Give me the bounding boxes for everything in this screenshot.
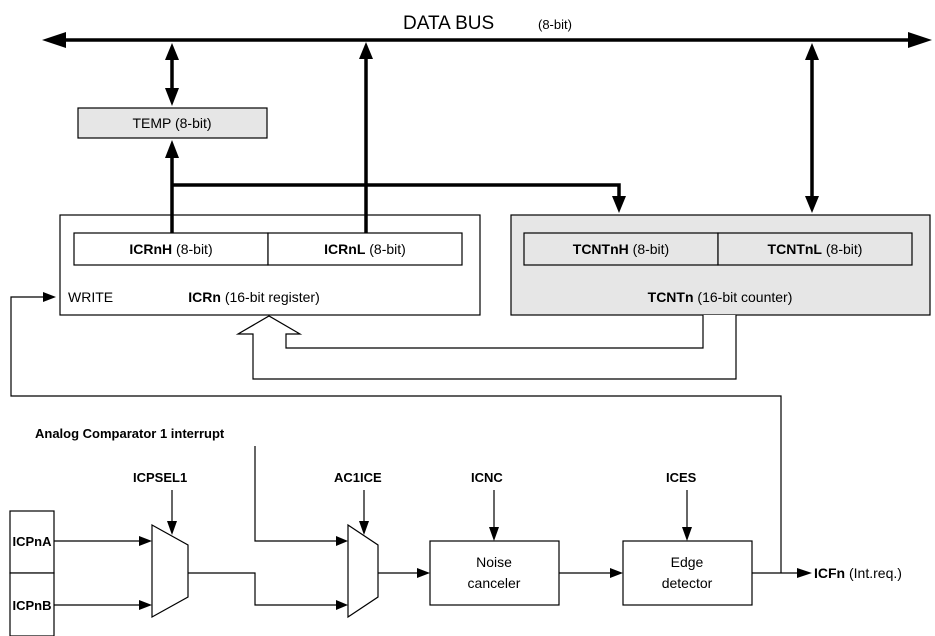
edge-detector-label-line2: detector <box>662 575 713 591</box>
icfn-label: ICFn (Int.req.) <box>814 565 902 581</box>
icpnb-label: ICPnB <box>13 598 52 613</box>
analog-comparator-label: Analog Comparator 1 interrupt <box>35 426 225 441</box>
tcntnl-bus-connection <box>805 43 819 213</box>
icnc-control-wire <box>489 490 499 541</box>
noise-canceler <box>429 540 560 606</box>
icrnh-temp-path <box>165 140 626 233</box>
tcntn-label: TCNTn (16-bit counter) <box>648 289 793 305</box>
icpnb-pin <box>9 572 55 636</box>
write-label: WRITE <box>68 289 113 305</box>
noise-canceler-label-line1: Noise <box>476 554 512 570</box>
temp-bus-connection <box>165 43 179 106</box>
temp-register <box>77 107 268 139</box>
data-bus <box>42 32 932 48</box>
ices-label: ICES <box>666 470 697 485</box>
icrnh-register <box>73 232 269 266</box>
icnc-label: ICNC <box>471 470 503 485</box>
temp-register-label: TEMP (8-bit) <box>132 115 211 131</box>
noise-to-edge-wire <box>559 568 623 578</box>
data-bus-title: DATA BUS <box>403 13 494 34</box>
icrnl-label: ICRnL (8-bit) <box>324 241 406 257</box>
ices-control-wire <box>682 490 692 541</box>
icpsel1-multiplexer <box>151 523 189 619</box>
tcntn-to-icrn-path <box>235 315 737 380</box>
ac1ice-control-wire <box>359 490 369 535</box>
icpna-pin <box>9 510 55 574</box>
analog-comparator-wire <box>254 446 348 546</box>
ac1ice-multiplexer <box>347 523 379 619</box>
tcntnl-register <box>717 232 913 266</box>
edge-detector-label-line1: Edge <box>671 554 704 570</box>
pin-to-mux-wires <box>54 536 152 610</box>
mux1-to-mux2-wire <box>188 572 348 610</box>
icpsel1-control-wire <box>167 490 177 535</box>
noise-canceler-label-line2: canceler <box>468 575 521 591</box>
icrnl-bus-path <box>359 42 373 233</box>
icpsel1-label: ICPSEL1 <box>133 470 187 485</box>
icfn-output-wire <box>752 568 812 578</box>
icrnl-register <box>267 232 463 266</box>
tcntnl-label: TCNTnL (8-bit) <box>768 241 863 257</box>
edge-detector <box>622 540 753 606</box>
mux2-to-noise-wire <box>378 568 430 578</box>
icrn-label: ICRn (16-bit register) <box>188 289 319 305</box>
tcntnh-register <box>523 232 719 266</box>
write-feedback-wire <box>10 292 782 573</box>
data-bus-width-label: (8-bit) <box>538 17 572 32</box>
icpna-label: ICPnA <box>13 534 53 549</box>
ac1ice-label: AC1ICE <box>334 470 382 485</box>
tcntnh-label: TCNTnH (8-bit) <box>573 241 669 257</box>
icrnh-label: ICRnH (8-bit) <box>129 241 212 257</box>
